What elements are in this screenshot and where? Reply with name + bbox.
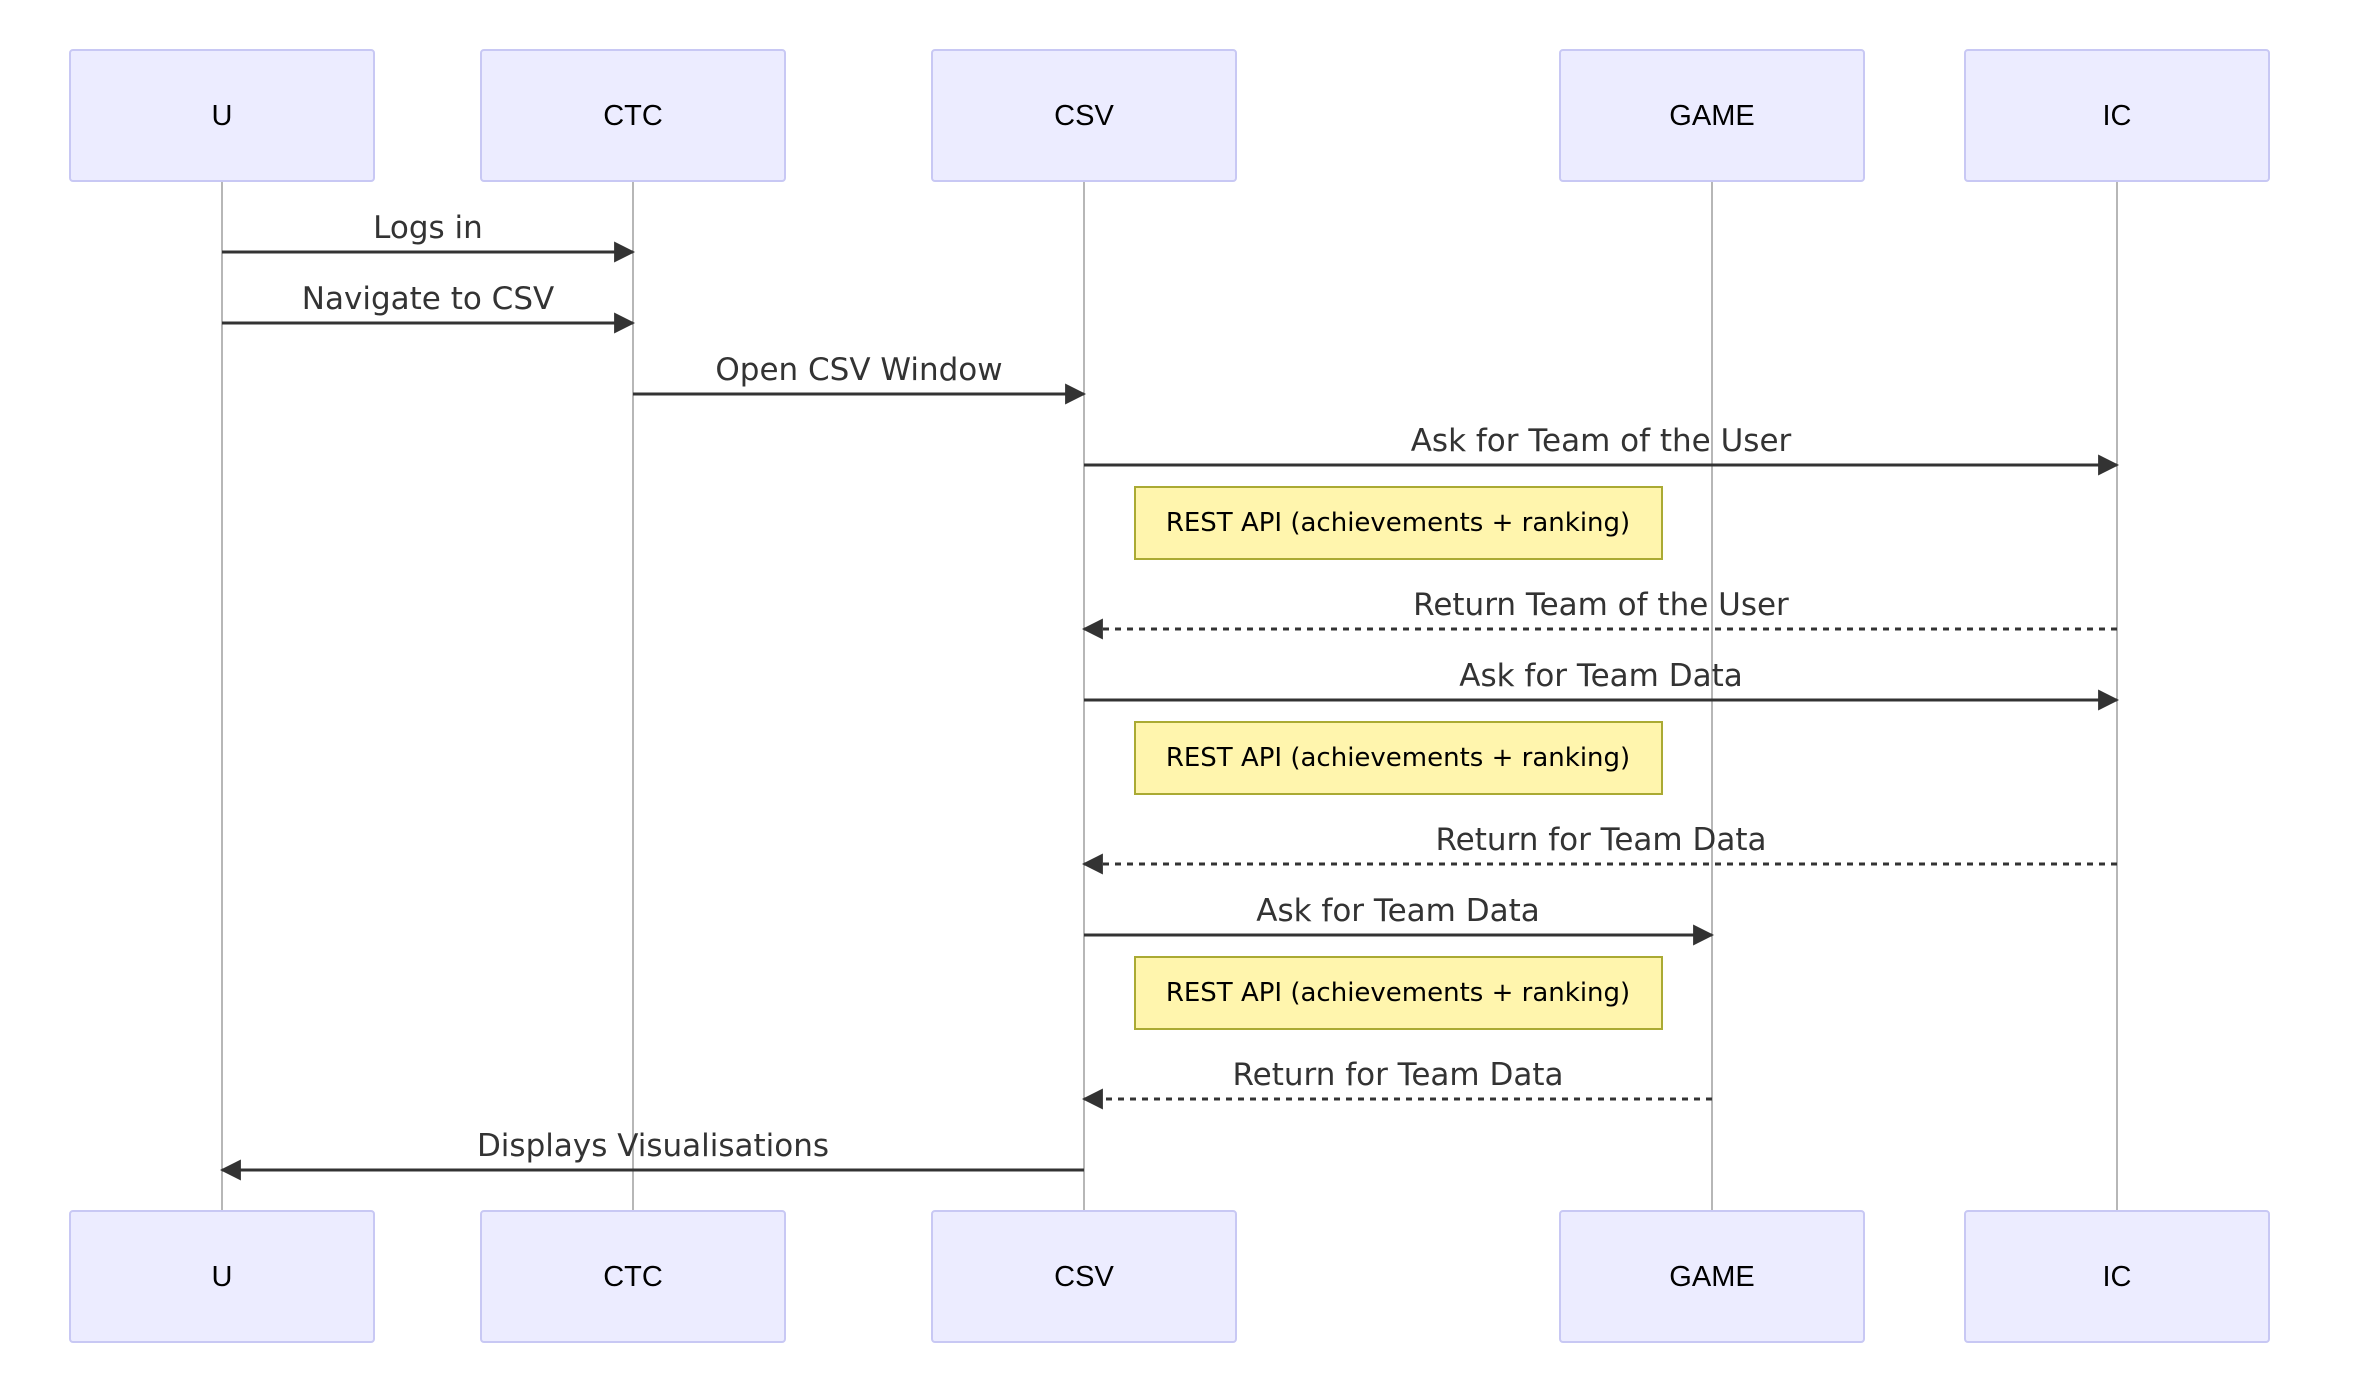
note-label: REST API (achievements + ranking): [1166, 743, 1630, 773]
participant-label: CSV: [1054, 100, 1114, 132]
participant-label: IC: [2103, 1261, 2132, 1293]
message-label: Return for Team Data: [1435, 822, 1766, 858]
lifelines: [221, 180, 2118, 1212]
participant-label: CTC: [603, 100, 663, 132]
participant-label: GAME: [1669, 1261, 1754, 1293]
participant-label: CTC: [603, 1261, 663, 1293]
participant-ctc-bottom: CTC: [480, 1210, 786, 1343]
message-navigate-to-csv: Navigate to CSV: [222, 281, 636, 334]
participant-csv-top: CSV: [931, 49, 1237, 182]
note-label: REST API (achievements + ranking): [1166, 978, 1630, 1008]
message-return-team-data-game: Return for Team Data: [1081, 1057, 1712, 1110]
participants-bottom: U CTC CSV GAME IC: [69, 1210, 2270, 1343]
message-return-team-data-ic: Return for Team Data: [1081, 822, 2117, 875]
participant-csv-bottom: CSV: [931, 1210, 1237, 1343]
message-open-csv-window: Open CSV Window: [633, 352, 1087, 405]
participant-ic-top: IC: [1964, 49, 2270, 182]
participant-game-bottom: GAME: [1559, 1210, 1865, 1343]
participant-game-top: GAME: [1559, 49, 1865, 182]
message-return-team-of-user: Return Team of the User: [1081, 587, 2117, 640]
participant-label: U: [212, 100, 233, 132]
participant-u-bottom: U: [69, 1210, 375, 1343]
message-displays-visualisations: Displays Visualisations: [219, 1128, 1084, 1181]
message-label: Ask for Team of the User: [1411, 423, 1792, 459]
participant-label: IC: [2103, 100, 2132, 132]
message-ask-team-data-game: Ask for Team Data: [1084, 893, 1715, 946]
message-label: Logs in: [373, 210, 483, 246]
message-label: Navigate to CSV: [302, 281, 554, 317]
message-label: Return Team of the User: [1413, 587, 1789, 623]
message-ask-team-data-ic: Ask for Team Data: [1084, 658, 2120, 711]
participant-ic-bottom: IC: [1964, 1210, 2270, 1343]
participant-u-top: U: [69, 49, 375, 182]
note-label: REST API (achievements + ranking): [1166, 508, 1630, 538]
message-label: Return for Team Data: [1232, 1057, 1563, 1093]
message-label: Displays Visualisations: [477, 1128, 829, 1164]
participant-label: CSV: [1054, 1261, 1114, 1293]
note-rest-api-2: REST API (achievements + ranking): [1134, 721, 1663, 795]
participant-label: U: [212, 1261, 233, 1293]
message-ask-team-of-user: Ask for Team of the User: [1084, 423, 2120, 476]
message-label: Ask for Team Data: [1459, 658, 1742, 694]
participant-label: GAME: [1669, 100, 1754, 132]
participant-ctc-top: CTC: [480, 49, 786, 182]
message-label: Ask for Team Data: [1256, 893, 1539, 929]
note-rest-api-3: REST API (achievements + ranking): [1134, 956, 1663, 1030]
participants-top: U CTC CSV GAME IC: [69, 49, 2270, 182]
message-logs-in: Logs in: [222, 210, 636, 263]
message-label: Open CSV Window: [715, 352, 1002, 388]
messages: Logs in Navigate to CSV Open CSV Window …: [219, 210, 2120, 1181]
note-rest-api-1: REST API (achievements + ranking): [1134, 486, 1663, 560]
notes: REST API (achievements + ranking) REST A…: [1134, 486, 1663, 1030]
